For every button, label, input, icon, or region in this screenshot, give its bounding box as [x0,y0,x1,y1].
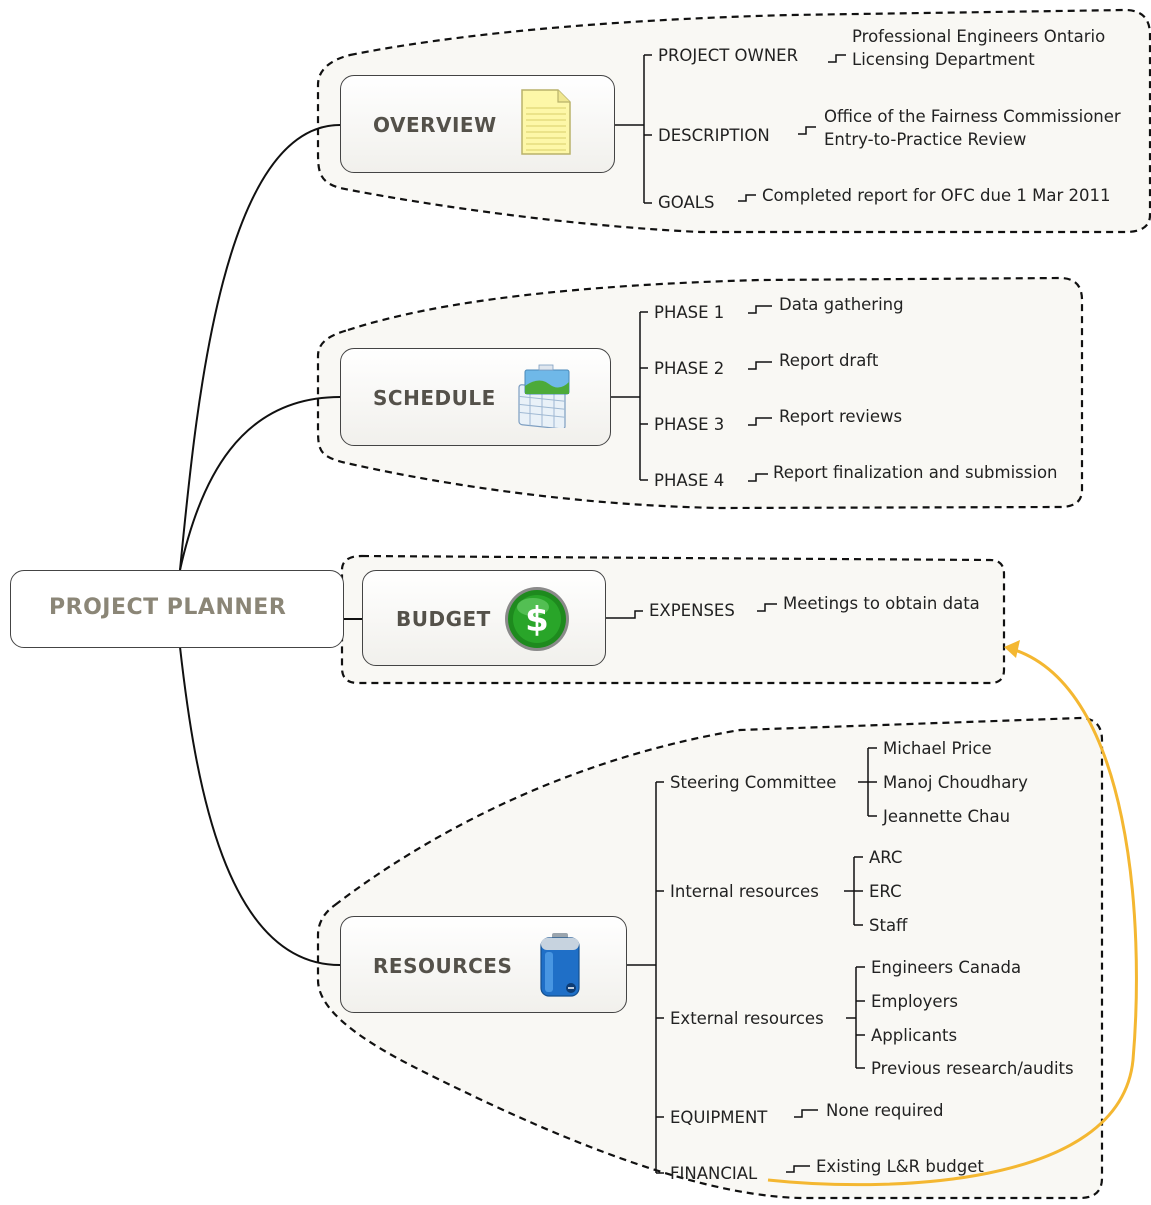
resources-steering-committee[interactable]: Steering Committee [670,773,837,792]
topic-budget[interactable]: BUDGET $ [362,570,606,666]
resources-boundary [316,716,1104,1200]
schedule-phase-1[interactable]: PHASE 1 [654,303,725,322]
overview-description-line1[interactable]: Office of the Fairness Commissioner [824,107,1121,126]
resources-financial-value[interactable]: Existing L&R budget [816,1157,984,1176]
curve-schedule [179,396,341,571]
topic-resources[interactable]: RESOURCES [340,916,627,1013]
schedule-phase-3-value[interactable]: Report reviews [779,407,903,426]
resources-internal[interactable]: Internal resources [670,882,819,901]
budget-expenses-value[interactable]: Meetings to obtain data [783,594,980,613]
central-topic-label: PROJECT PLANNER [49,595,287,620]
resources-equipment[interactable]: EQUIPMENT [670,1108,768,1127]
schedule-phase-2-value[interactable]: Report draft [779,351,879,370]
svg-text:$: $ [525,600,549,640]
schedule-phase-3[interactable]: PHASE 3 [654,415,725,434]
overview-boundary [316,8,1151,234]
topic-overview-label: OVERVIEW [373,113,497,137]
topic-resources-label: RESOURCES [373,954,513,978]
budget-expenses[interactable]: EXPENSES [649,601,735,620]
resources-external-item[interactable]: Previous research/audits [871,1059,1074,1078]
note-pad-icon [521,89,571,155]
resources-external-item[interactable]: Applicants [871,1026,958,1045]
resources-financial[interactable]: FINANCIAL [670,1164,758,1183]
overview-description[interactable]: DESCRIPTION [658,126,770,145]
schedule-boundary [316,276,1084,510]
relationship-arrow [767,648,1138,1187]
relationship-arrowhead [1004,640,1020,658]
central-topic[interactable]: PROJECT PLANNER [10,570,344,648]
topic-schedule-label: SCHEDULE [373,386,496,410]
overview-goals[interactable]: GOALS [658,193,715,212]
schedule-phase-2[interactable]: PHASE 2 [654,359,725,378]
resources-internal-item[interactable]: Staff [869,916,908,935]
calendar-icon [518,364,570,428]
curve-resources [179,646,341,966]
resources-equipment-value[interactable]: None required [826,1101,944,1120]
battery-icon [540,933,580,997]
resources-internal-item[interactable]: ARC [869,848,903,867]
resources-external-item[interactable]: Employers [871,992,958,1011]
overview-goals-value[interactable]: Completed report for OFC due 1 Mar 2011 [762,186,1111,205]
resources-external-item[interactable]: Engineers Canada [871,958,1022,977]
topic-schedule[interactable]: SCHEDULE [340,348,611,446]
dollar-icon: $ [505,587,569,651]
topic-overview[interactable]: OVERVIEW [340,75,615,173]
resources-external[interactable]: External resources [670,1009,824,1028]
schedule-phase-4[interactable]: PHASE 4 [654,471,725,490]
resources-internal-item[interactable]: ERC [869,882,902,901]
overview-description-line2[interactable]: Entry-to-Practice Review [824,130,1027,149]
overview-owner-line1[interactable]: Professional Engineers Ontario [852,27,1106,46]
schedule-phase-4-value[interactable]: Report finalization and submission [773,463,1058,482]
overview-owner-line2[interactable]: Licensing Department [852,50,1035,69]
resources-steering-member[interactable]: Jeannette Chau [883,807,1011,826]
resources-steering-member[interactable]: Manoj Choudhary [883,773,1028,792]
schedule-phase-1-value[interactable]: Data gathering [779,295,904,314]
topic-budget-label: BUDGET [396,607,491,631]
resources-steering-member[interactable]: Michael Price [883,739,992,758]
overview-project-owner[interactable]: PROJECT OWNER [658,46,799,65]
curve-overview [179,124,341,571]
